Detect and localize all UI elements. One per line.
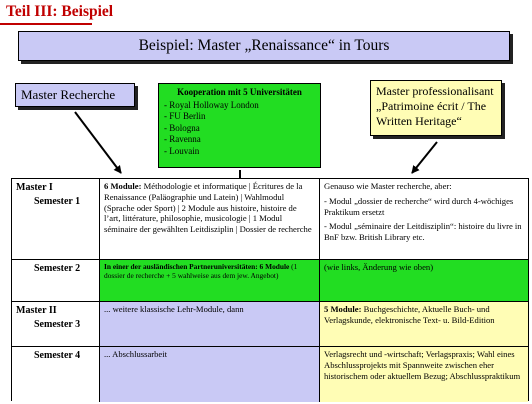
professionalisant-cell: (wie links, Änderung wie oben) xyxy=(320,260,528,302)
recherche-cell: 6 Module: Méthodologie et informatique |… xyxy=(100,179,320,260)
module-text: (1 dossier de recherche + 5 wahlweise au… xyxy=(104,262,298,281)
professionalisant-cell: Verlagsrecht und -wirtschaft; Verlagspra… xyxy=(320,347,528,402)
module-count: 6 Module: xyxy=(104,181,142,191)
arrow-recherche xyxy=(74,111,122,174)
page-title: Teil III: Beispiel xyxy=(6,3,114,20)
module-text: Buchgeschichte, Aktuelle Buch- und Verla… xyxy=(324,304,495,325)
semester-sub-label: Semester 1 xyxy=(34,196,81,207)
university-item: - Ravenna xyxy=(164,134,201,144)
kooperation-box: Kooperation mit 5 Universitäten - Royal … xyxy=(158,83,321,168)
curriculum-table: Master I Semester 1 6 Module: Méthodolog… xyxy=(11,178,529,402)
module-count: 5 Module: xyxy=(324,304,362,314)
recherche-cell: In einer der ausländischen Partneruniver… xyxy=(100,260,320,302)
module-text: (wie links, Änderung wie oben) xyxy=(324,262,434,272)
label-master-professionalisant: Master professionalisant „Patrimoine écr… xyxy=(370,80,502,136)
semester-main-label: Master II xyxy=(16,305,57,316)
recherche-cell: ... Abschlussarbeit xyxy=(100,347,320,402)
university-item: - Louvain xyxy=(164,145,200,156)
semester-sub-label: Semester 2 xyxy=(34,263,81,274)
semester-cell: Semester 2 xyxy=(12,260,100,302)
kooperation-title: Kooperation mit 5 Universitäten xyxy=(177,87,302,97)
module-text: Méthodologie et informatique | Écritures… xyxy=(104,181,312,235)
prof-paragraph: - Modul „séminaire der Leitdisziplin“: h… xyxy=(324,221,522,243)
main-banner: Beispiel: Master „Renaissance“ in Tours xyxy=(18,31,510,61)
title-underline xyxy=(0,23,92,25)
semester-cell: Master II Semester 3 xyxy=(12,302,100,347)
arrow-professionalisant xyxy=(411,141,438,174)
prof-paragraph: Genauso wie Master recherche, aber: xyxy=(324,181,452,191)
module-text: ... Abschlussarbeit xyxy=(104,349,168,359)
module-text: ... weitere klassische Lehr-Module, dann xyxy=(104,304,244,314)
semester-main-label: Master I xyxy=(16,182,53,193)
semester-cell: Semester 4 xyxy=(12,347,100,402)
university-list: - Royal Holloway London - FU Berlin - Bo… xyxy=(164,100,315,158)
professionalisant-cell: 5 Module: Buchgeschichte, Aktuelle Buch-… xyxy=(320,302,528,347)
module-count: In einer der ausländischen Partneruniver… xyxy=(104,262,290,271)
label-master-recherche: Master Recherche xyxy=(15,83,135,107)
recherche-cell: ... weitere klassische Lehr-Module, dann xyxy=(100,302,320,347)
semester-sub-label: Semester 4 xyxy=(34,350,81,361)
module-text: Verlagsrecht und -wirtschaft; Verlagspra… xyxy=(324,349,521,381)
university-item: - FU Berlin xyxy=(164,111,206,121)
semester-sub-label: Semester 3 xyxy=(34,319,81,330)
university-item: - Bologna xyxy=(164,122,200,133)
university-item: - Royal Holloway London xyxy=(164,99,259,110)
professionalisant-cell: Genauso wie Master recherche, aber: - Mo… xyxy=(320,179,528,260)
semester-cell: Master I Semester 1 xyxy=(12,179,100,260)
prof-paragraph: - Modul „dossier de recherche“ wird durc… xyxy=(324,195,514,217)
